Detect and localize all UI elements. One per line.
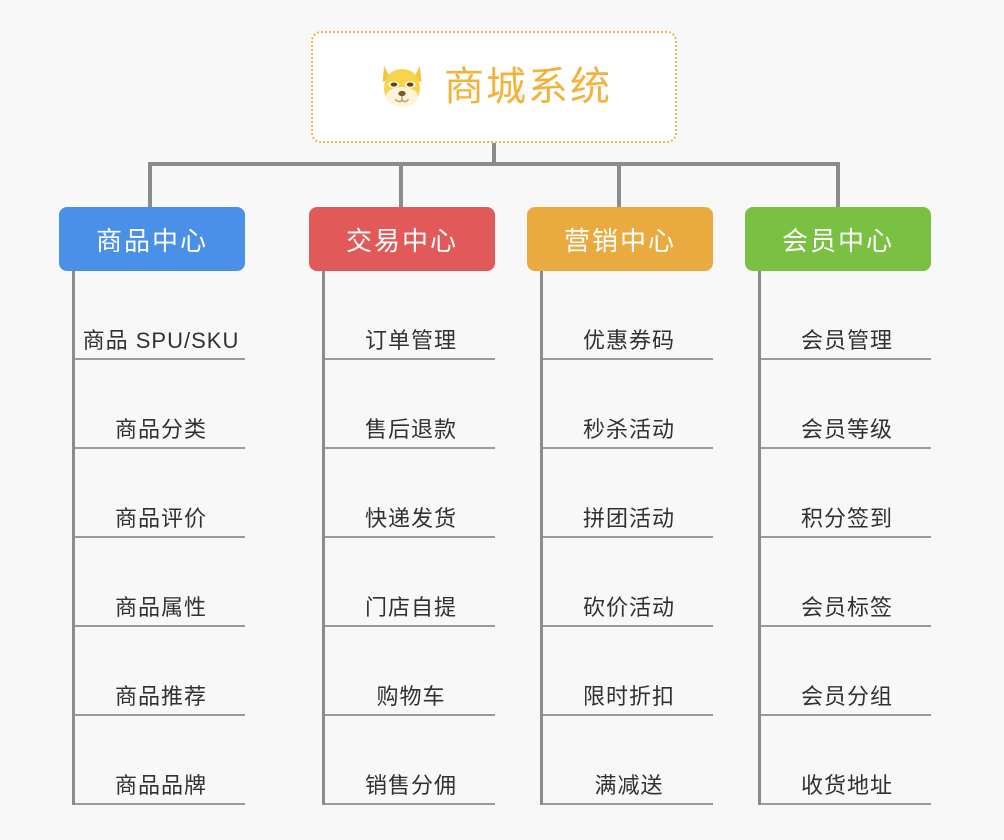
connector-drop-2 <box>399 162 403 208</box>
list-item[interactable]: 会员等级 <box>761 360 931 449</box>
list-item[interactable]: 会员分组 <box>761 627 931 716</box>
branch-children-3: 优惠券码 秒杀活动 拼团活动 砍价活动 限时折扣 满减送 <box>540 271 713 805</box>
list-item[interactable]: 商品推荐 <box>75 627 245 716</box>
list-item-label: 限时折扣 <box>582 683 675 709</box>
branch-header-2[interactable]: 交易中心 <box>309 207 495 271</box>
root-title: 商城系统 <box>444 65 612 109</box>
list-item-label: 销售分佣 <box>364 772 457 798</box>
list-item-label: 商品 SPU/SKU <box>82 327 240 353</box>
list-item-label: 购物车 <box>376 683 446 709</box>
branch-column-2: 交易中心 订单管理 售后退款 快递发货 门店自提 购物车 销售分佣 <box>309 207 495 805</box>
branch-column-1: 商品中心 商品 SPU/SKU 商品分类 商品评价 商品属性 商品推荐 商品品牌 <box>59 207 245 805</box>
list-item-label: 商品分类 <box>114 416 207 442</box>
list-item[interactable]: 购物车 <box>325 627 495 716</box>
list-item[interactable]: 秒杀活动 <box>543 360 713 449</box>
list-item[interactable]: 限时折扣 <box>543 627 713 716</box>
list-item[interactable]: 砍价活动 <box>543 538 713 627</box>
list-item-label: 秒杀活动 <box>582 416 675 442</box>
branch-header-4[interactable]: 会员中心 <box>745 207 931 271</box>
list-item[interactable]: 收货地址 <box>761 716 931 805</box>
branch-children-4: 会员管理 会员等级 积分签到 会员标签 会员分组 收货地址 <box>758 271 931 805</box>
list-item-label: 会员管理 <box>800 327 893 353</box>
list-item[interactable]: 商品 SPU/SKU <box>75 271 245 360</box>
list-item[interactable]: 商品分类 <box>75 360 245 449</box>
branch-column-4: 会员中心 会员管理 会员等级 积分签到 会员标签 会员分组 收货地址 <box>745 207 931 805</box>
branch-header-label: 会员中心 <box>781 225 894 256</box>
list-item-label: 售后退款 <box>364 416 457 442</box>
list-item-label: 拼团活动 <box>582 505 675 531</box>
list-item-label: 商品属性 <box>114 594 207 620</box>
list-item[interactable]: 会员管理 <box>761 271 931 360</box>
list-item-label: 积分签到 <box>800 505 893 531</box>
branch-children-2: 订单管理 售后退款 快递发货 门店自提 购物车 销售分佣 <box>322 271 495 805</box>
branch-children-1: 商品 SPU/SKU 商品分类 商品评价 商品属性 商品推荐 商品品牌 <box>72 271 245 805</box>
list-item-label: 优惠券码 <box>582 327 675 353</box>
connector-root-stem <box>492 143 496 165</box>
branch-header-label: 商品中心 <box>95 225 208 256</box>
list-item-label: 满减送 <box>594 772 664 798</box>
list-item[interactable]: 商品属性 <box>75 538 245 627</box>
list-item-label: 收货地址 <box>800 772 893 798</box>
list-item-label: 门店自提 <box>364 594 457 620</box>
list-item-label: 会员标签 <box>800 594 893 620</box>
list-item-label: 商品品牌 <box>114 772 207 798</box>
list-item-label: 砍价活动 <box>582 594 675 620</box>
list-item[interactable]: 门店自提 <box>325 538 495 627</box>
branch-header-3[interactable]: 营销中心 <box>527 207 713 271</box>
list-item-label: 会员分组 <box>800 683 893 709</box>
connector-horizontal-bus <box>148 162 840 166</box>
branch-header-label: 营销中心 <box>563 225 676 256</box>
list-item[interactable]: 售后退款 <box>325 360 495 449</box>
list-item[interactable]: 拼团活动 <box>543 449 713 538</box>
shiba-dog-face-icon <box>382 65 422 107</box>
list-item-label: 快递发货 <box>364 505 457 531</box>
list-item[interactable]: 积分签到 <box>761 449 931 538</box>
list-item[interactable]: 快递发货 <box>325 449 495 538</box>
list-item[interactable]: 销售分佣 <box>325 716 495 805</box>
list-item-label: 商品评价 <box>114 505 207 531</box>
connector-drop-3 <box>617 162 621 208</box>
list-item[interactable]: 商品品牌 <box>75 716 245 805</box>
list-item-label: 商品推荐 <box>114 683 207 709</box>
connector-drop-4 <box>836 162 840 208</box>
list-item[interactable]: 订单管理 <box>325 271 495 360</box>
list-item[interactable]: 满减送 <box>543 716 713 805</box>
connector-drop-1 <box>148 162 152 208</box>
list-item[interactable]: 商品评价 <box>75 449 245 538</box>
branch-column-3: 营销中心 优惠券码 秒杀活动 拼团活动 砍价活动 限时折扣 满减送 <box>527 207 713 805</box>
branch-header-label: 交易中心 <box>345 225 458 256</box>
list-item[interactable]: 优惠券码 <box>543 271 713 360</box>
list-item-label: 会员等级 <box>800 416 893 442</box>
branch-header-1[interactable]: 商品中心 <box>59 207 245 271</box>
root-node[interactable]: 商城系统 <box>311 31 677 143</box>
list-item[interactable]: 会员标签 <box>761 538 931 627</box>
list-item-label: 订单管理 <box>364 327 457 353</box>
